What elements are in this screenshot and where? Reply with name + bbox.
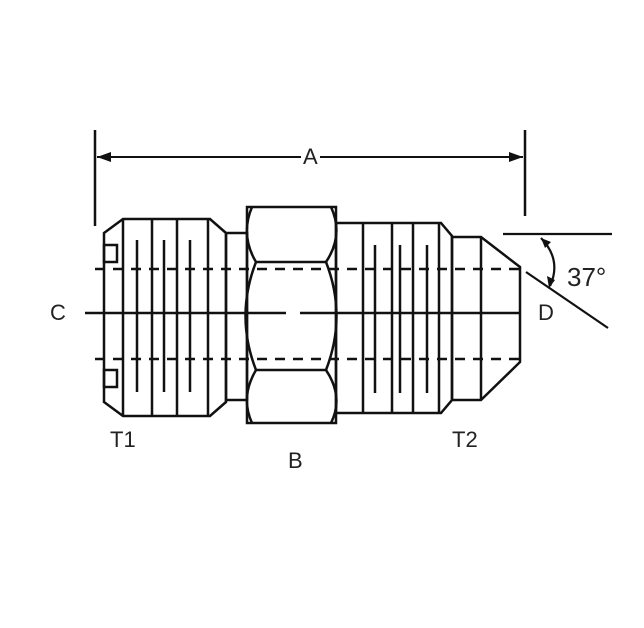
label-a: A [301, 144, 320, 169]
label-c: C [50, 300, 66, 325]
angle-indicator [503, 232, 612, 329]
label-t2: T2 [452, 427, 478, 452]
label-t1: T1 [110, 427, 136, 452]
label-b: B [288, 448, 303, 473]
hex-nut [244, 205, 338, 425]
label-d: D [538, 300, 554, 325]
right-flare-end [334, 221, 522, 415]
label-angle: 37° [567, 262, 607, 292]
left-flare-end [102, 217, 249, 418]
